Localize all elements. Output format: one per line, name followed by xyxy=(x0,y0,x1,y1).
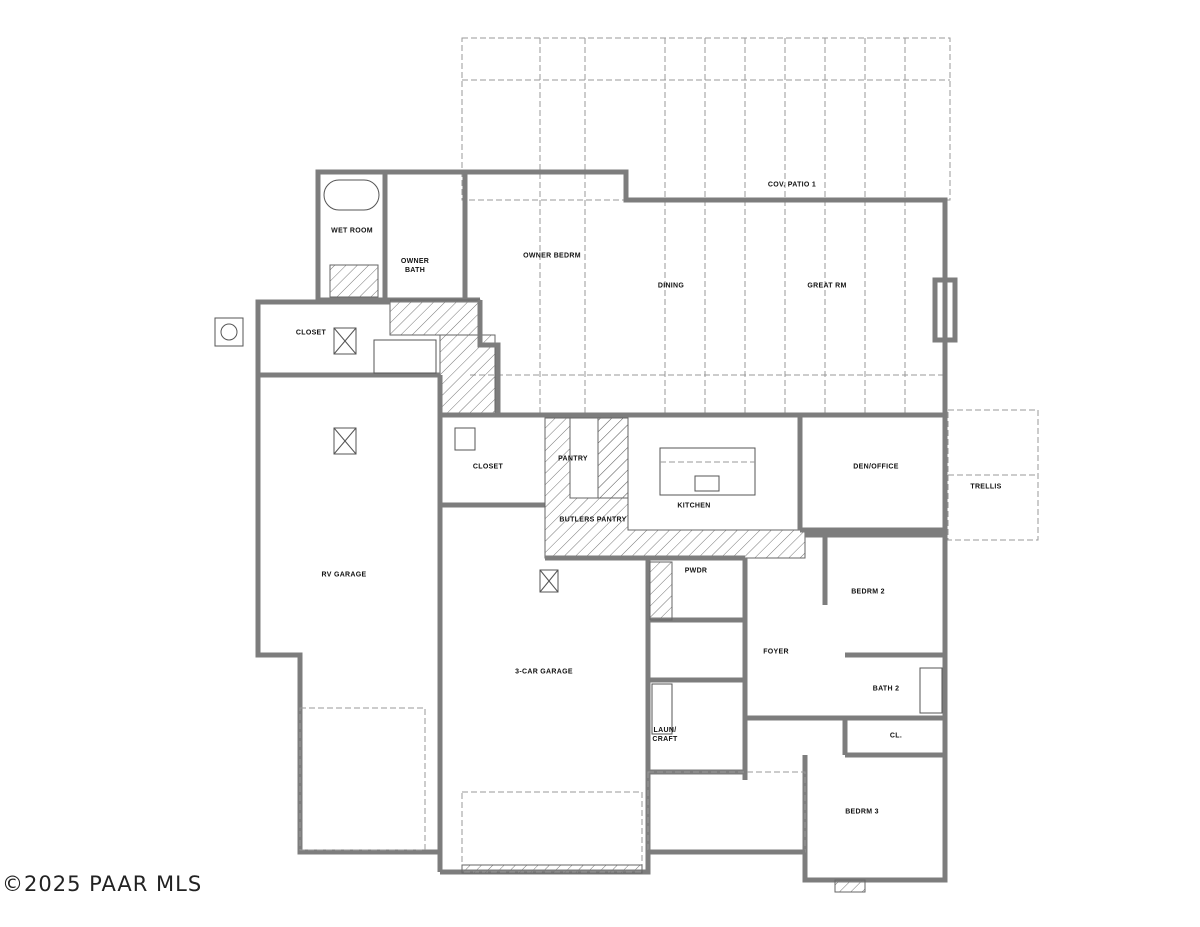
covered-patio xyxy=(461,37,951,415)
room-label-laun-craft: LAUN/ CRAFT xyxy=(652,727,678,743)
room-label-bath2: BATH 2 xyxy=(872,685,900,693)
rv-garage-walls xyxy=(255,375,443,872)
room-label-owner-bath: OWNER BATH xyxy=(400,258,430,274)
room-label-rv-garage: RV GARAGE xyxy=(321,571,367,579)
bedroom-wing-walls xyxy=(645,532,948,893)
watermark: ©2025 PAAR MLS xyxy=(2,872,203,896)
closet-walls xyxy=(214,299,440,378)
room-label-butlers-pantry: BUTLERS PANTRY xyxy=(559,516,627,524)
room-label-pantry: PANTRY xyxy=(558,455,588,463)
room-label-kitchen: KITCHEN xyxy=(677,502,711,510)
den-walls xyxy=(800,277,1039,541)
room-label-closet-mid: CLOSET xyxy=(472,463,504,471)
room-label-den-office: DEN/OFFICE xyxy=(853,463,899,471)
room-label-owner-bedrm: OWNER BEDRM xyxy=(523,252,581,260)
room-label-cl: CL. xyxy=(889,732,903,740)
room-label-dining: DINING xyxy=(657,282,685,290)
room-label-closet-owner: CLOSET xyxy=(295,329,327,337)
room-label-bedrm3: BEDRM 3 xyxy=(845,808,879,816)
kitchen-walls xyxy=(544,412,806,561)
three-car-garage-walls xyxy=(440,569,651,875)
room-label-bedrm2: BEDRM 2 xyxy=(851,588,885,596)
room-label-foyer: FOYER xyxy=(763,648,789,656)
room-label-trellis: TRELLIS xyxy=(970,483,1002,491)
room-label-pwdr: PWDR xyxy=(684,567,708,575)
room-label-wet-room: WET ROOM xyxy=(331,227,373,235)
room-label-great-rm: GREAT RM xyxy=(807,282,847,290)
mid-closet-walls xyxy=(440,412,545,508)
room-label-cov-patio: COV. PATIO 1 xyxy=(767,181,817,189)
owner-suite-walls xyxy=(315,169,948,416)
room-label-3-car-garage: 3-CAR GARAGE xyxy=(515,668,573,676)
